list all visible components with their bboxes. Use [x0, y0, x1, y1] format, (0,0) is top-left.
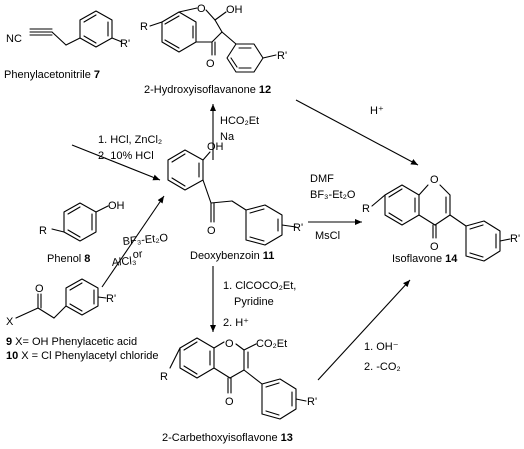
compound-14-structure [371, 184, 511, 262]
c14-keto-o: O [430, 241, 439, 253]
c13-keto-o: O [225, 396, 234, 408]
c14-r-label: R [362, 203, 370, 215]
c12-number: 12 [259, 84, 271, 96]
c12-name: 2-Hydroxyisoflavanone [144, 84, 256, 96]
c11-rprime-label: R' [293, 222, 303, 234]
reagent-bf3: BF₃-Et₂O [122, 232, 169, 248]
c9-number: 9 [6, 336, 12, 348]
reagent-bf3-right: BF₃-Et₂O [310, 189, 356, 201]
compound-7-structure [29, 10, 123, 48]
c12-keto-o: O [206, 58, 215, 70]
reagent-mscl: MsCl [315, 230, 340, 242]
reagent-down-line2: Pyridine [234, 296, 274, 308]
reagent-oh-line1: 1. OH⁻ [364, 341, 399, 353]
reagent-or: or [132, 248, 143, 261]
c13-rprime-label: R' [307, 396, 317, 408]
c13-ester-label: CO₂Et [256, 338, 287, 350]
c13-r-label: R [160, 371, 168, 383]
reagent-down-line3: 2. H⁺ [223, 317, 249, 329]
c9-text: X= OH Phenylacetic acid [15, 336, 137, 348]
c8-name: Phenol [47, 253, 81, 265]
c12-rprime-label: R' [277, 50, 287, 62]
c10-number: 10 [6, 350, 18, 362]
c7-number: 7 [94, 69, 100, 81]
c10-text: X = Cl Phenylacetyl chloride [21, 350, 158, 362]
c7-nc-label: NC [6, 33, 22, 45]
reagent-7-line2: 2. 10% HCl [98, 150, 154, 162]
compound-13-structure [169, 337, 307, 420]
reagent-up-line1: HCO₂Et [220, 115, 259, 127]
c13-name: 2-Carbethoxyisoflavone [162, 432, 278, 444]
reagent-down-line1: 1. ClCOCO₂Et, [223, 280, 296, 292]
reagent-oh-line2: 2. -CO₂ [364, 361, 401, 373]
arrow-13-to-14 [317, 279, 411, 381]
c8-oh-label: OH [108, 200, 125, 212]
c12-ring-o: O [197, 3, 206, 15]
c7-rprime-label: R' [120, 38, 130, 50]
c13-ring-o: O [225, 338, 234, 350]
c9-o-label: O [35, 283, 44, 295]
reagent-h-plus-top: H⁺ [370, 105, 384, 117]
compound-12-structure [149, 7, 277, 73]
c11-name: Deoxybenzoin [190, 250, 260, 262]
arrow-7-to-11 [71, 144, 161, 181]
reagent-up-line2: Na [220, 131, 235, 143]
c14-ring-o: O [430, 174, 439, 186]
compound-8-structure [51, 202, 109, 242]
c14-rprime-label: R' [510, 233, 520, 245]
c11-oh-label: OH [207, 141, 224, 153]
compound-11-structure [167, 149, 297, 246]
arrow-12-to-14 [295, 99, 419, 166]
c9-rprime-label: R' [106, 293, 116, 305]
reagent-dmf: DMF [310, 173, 334, 185]
c14-number: 14 [445, 253, 458, 265]
c14-name: Isoflavone [392, 253, 442, 265]
c8-number: 8 [84, 253, 90, 265]
reagent-alcl3: AlCl₃ [111, 255, 137, 269]
compound-9-10-structure [15, 278, 107, 319]
c12-r-label: R [140, 21, 148, 33]
reagent-7-line1: 1. HCl, ZnCl₂ [98, 134, 162, 146]
c7-name: Phenylacetonitrile [4, 69, 91, 81]
c12-oh-label: OH [226, 4, 243, 16]
c8-r-label: R [39, 225, 47, 237]
c9-x-label: X [6, 316, 14, 328]
arrow-8-9-to-11 [101, 195, 165, 288]
c13-number: 13 [281, 432, 293, 444]
c11-o-label: O [207, 225, 216, 237]
c11-number: 11 [263, 250, 275, 262]
